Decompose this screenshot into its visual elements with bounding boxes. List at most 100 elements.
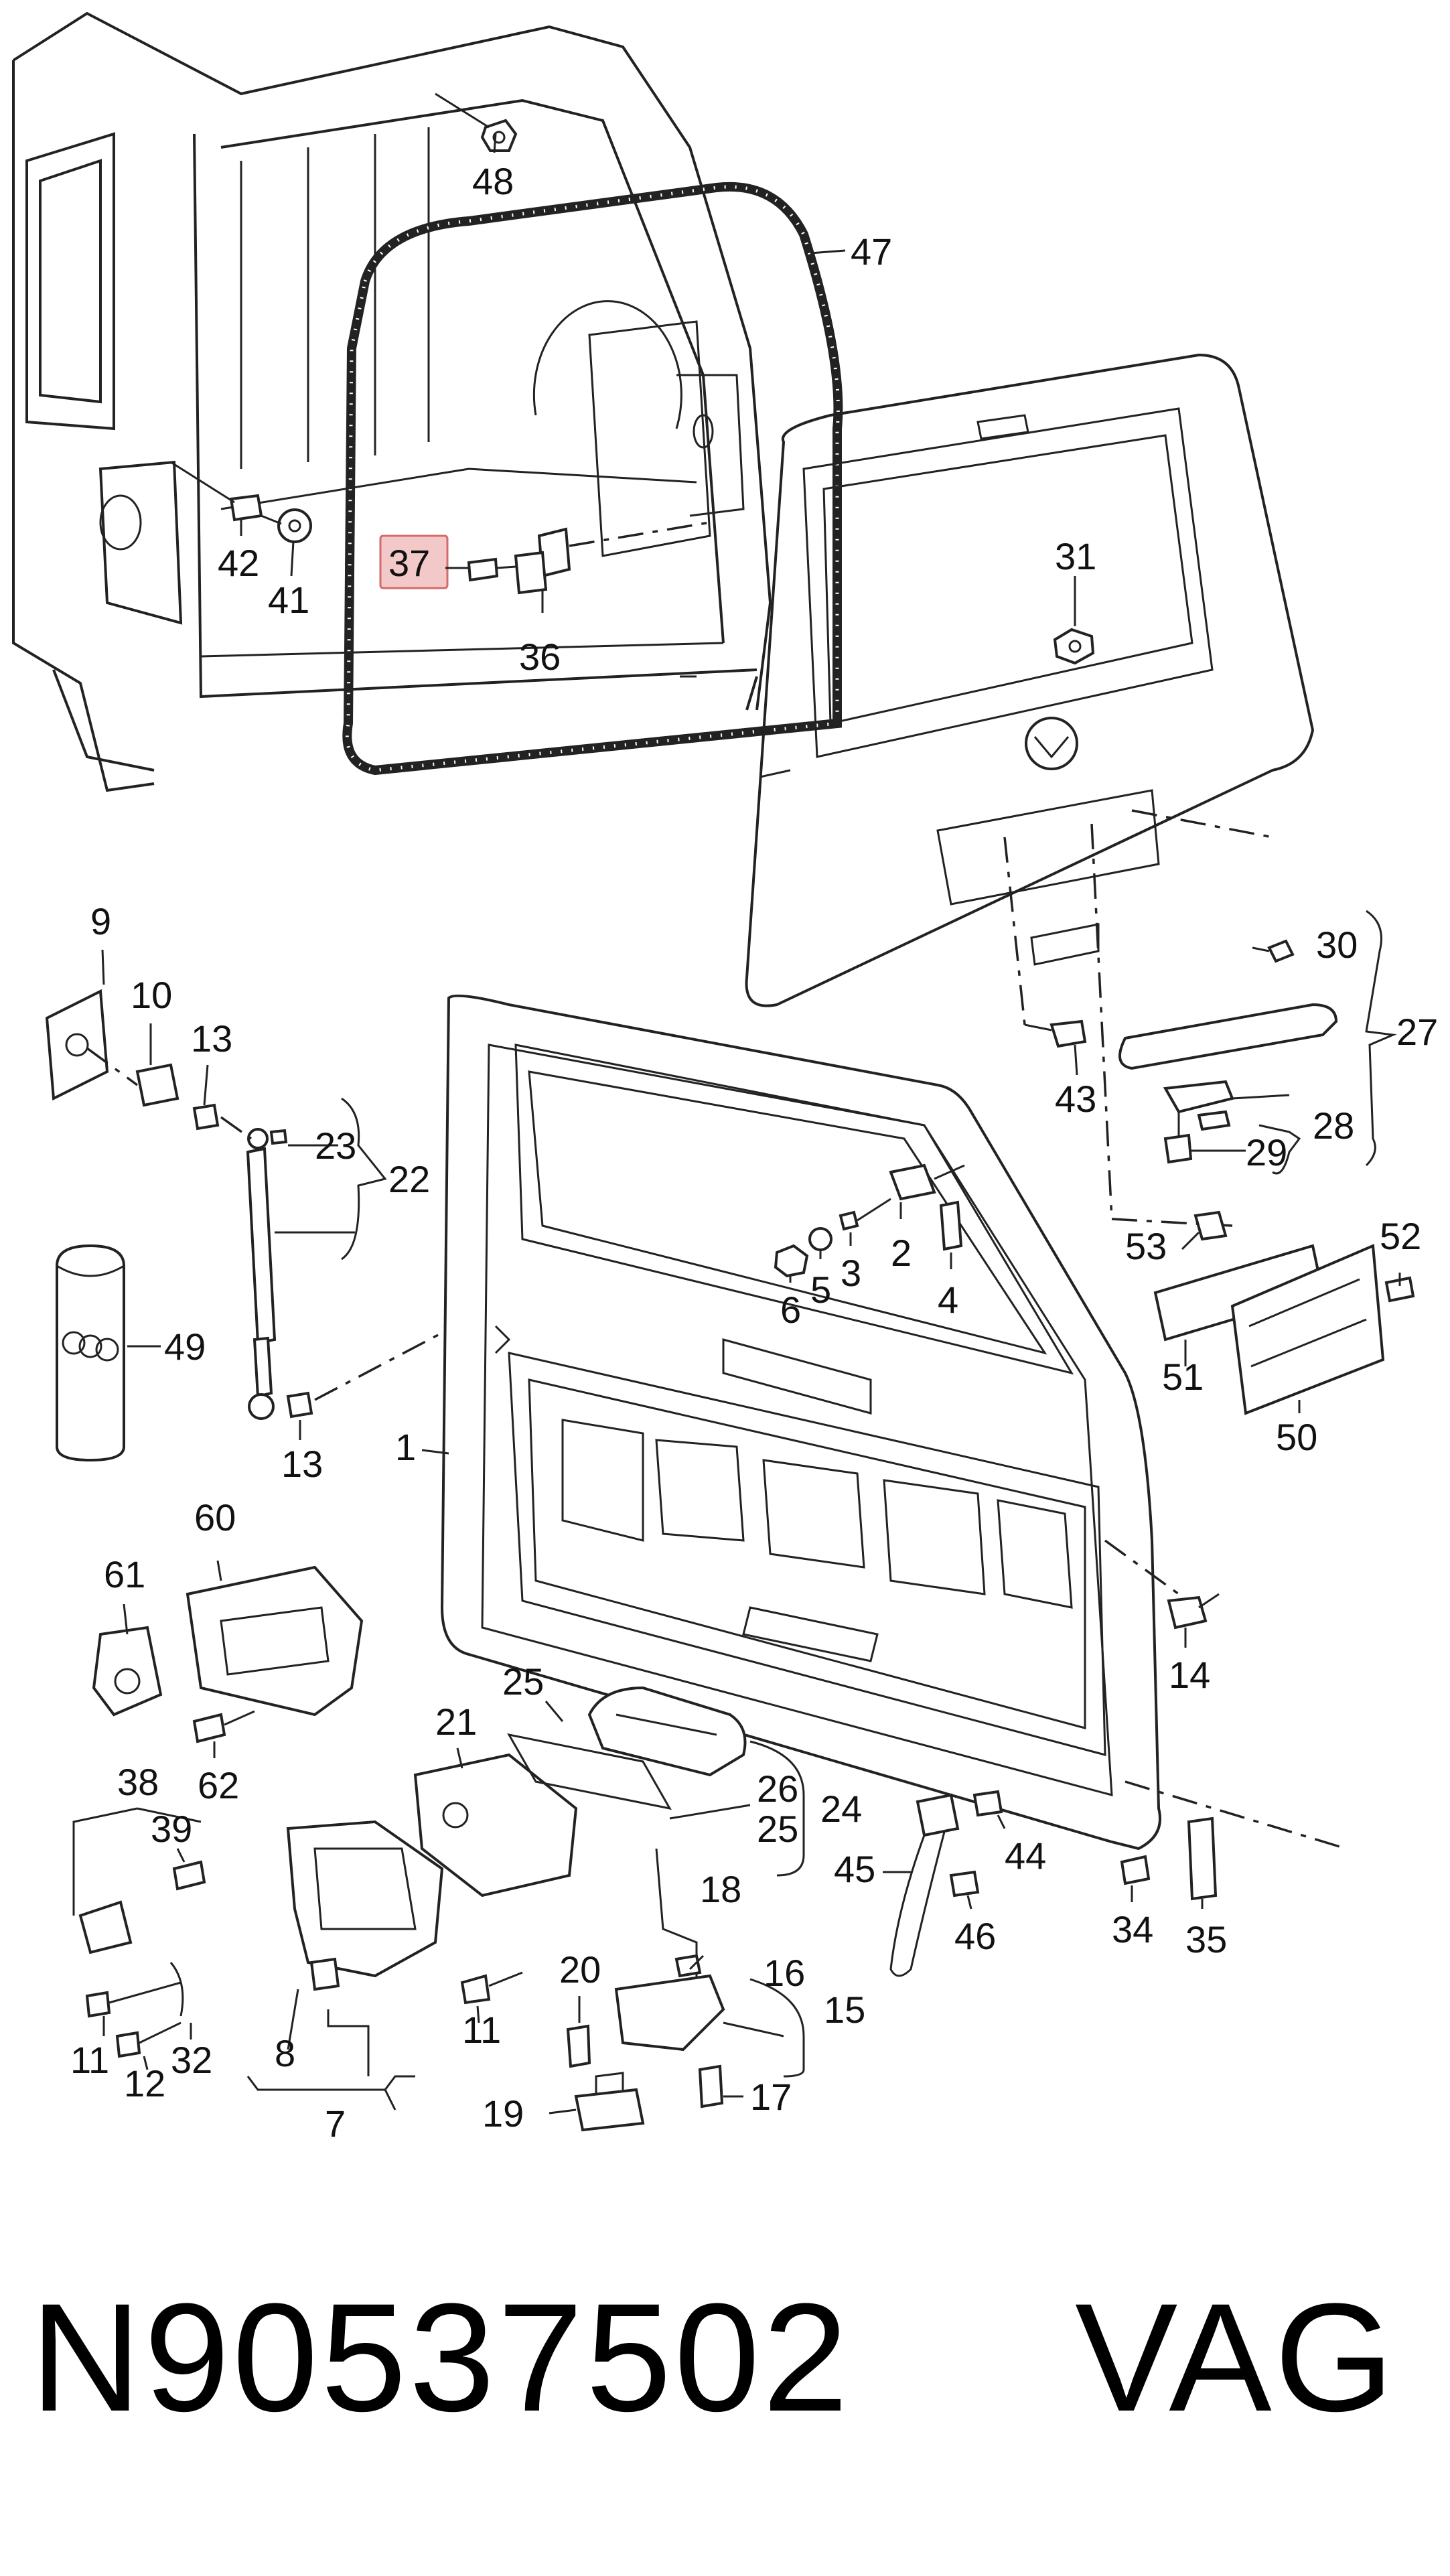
clip-part-53 — [1193, 1210, 1228, 1241]
label-50: 50 — [1276, 1416, 1317, 1458]
label-31: 31 — [1055, 535, 1096, 577]
leader-lines — [72, 133, 1401, 2115]
label-29: 29 — [1246, 1131, 1287, 1173]
label-46: 46 — [954, 1915, 996, 1957]
plate-part-50 — [1230, 1244, 1385, 1415]
label-53: 53 — [1125, 1225, 1167, 1267]
bushing-part-10 — [86, 1047, 179, 1107]
bracket-part-9 — [45, 989, 109, 1101]
clip-part-30 — [1267, 939, 1295, 963]
clip-part-48 — [435, 92, 518, 152]
screw-part-29 — [1163, 1133, 1193, 1164]
label-61: 61 — [104, 1553, 145, 1595]
label-25a: 25 — [502, 1660, 544, 1703]
ball-stud-part-13-upper — [192, 1103, 252, 1140]
label-24: 24 — [820, 1788, 862, 1830]
label-4: 4 — [938, 1279, 958, 1321]
handle-housing-part-21 — [413, 1753, 578, 1898]
label-5: 5 — [810, 1269, 831, 1311]
label-49: 49 — [164, 1326, 206, 1368]
screw-part-12 — [115, 2021, 182, 2058]
handle-part-24 — [587, 1686, 747, 1777]
gas-strut-part-22 — [246, 1128, 277, 1420]
label-39: 39 — [151, 1808, 192, 1850]
label-52: 52 — [1380, 1215, 1421, 1257]
screw-part-11-left — [85, 1981, 182, 2018]
screw-part-11-right — [460, 1971, 523, 2005]
label-11a: 11 — [70, 2039, 109, 2081]
spring-part-32 — [169, 1962, 184, 2017]
bracket-part-35 — [1187, 1816, 1218, 1901]
label-1: 1 — [395, 1426, 416, 1468]
label-37: 37 — [388, 542, 430, 584]
screw-part-14 — [1104, 1539, 1220, 1630]
label-43: 43 — [1055, 1078, 1096, 1120]
label-12: 12 — [124, 2062, 165, 2104]
label-42: 42 — [218, 542, 259, 584]
label-47: 47 — [851, 230, 892, 273]
highlight-box-37 — [379, 534, 449, 589]
lock-housing-part-60 — [186, 1565, 364, 1717]
label-19: 19 — [482, 2092, 524, 2135]
screw-part-52 — [1384, 1276, 1415, 1303]
screw-part-17 — [698, 2064, 724, 2108]
screw-part-46 — [949, 1870, 980, 1898]
washer-part-5 — [808, 1227, 832, 1251]
part-labels: 1 2 3 4 5 6 7 8 9 10 11 11 12 13 13 14 1… — [70, 160, 1438, 2145]
trim-strip-part-27 — [1118, 1003, 1338, 1070]
nut-part-41 — [261, 508, 312, 543]
label-34: 34 — [1112, 1908, 1153, 1950]
label-2: 2 — [891, 1232, 912, 1274]
label-25b: 25 — [757, 1808, 798, 1850]
latch-part-15 — [614, 1954, 725, 2052]
label-7: 7 — [325, 2102, 346, 2145]
label-23: 23 — [315, 1125, 356, 1167]
label-48: 48 — [472, 160, 514, 202]
label-6: 6 — [780, 1289, 801, 1331]
label-26: 26 — [757, 1768, 798, 1810]
tailgate-panel-illustration — [745, 353, 1315, 1007]
vehicle-body-illustration — [12, 11, 772, 792]
label-11b: 11 — [462, 2009, 501, 2051]
label-30: 30 — [1316, 924, 1358, 966]
part-number: N90537502 — [30, 2271, 851, 2443]
label-22: 22 — [388, 1158, 430, 1200]
catch-part-36 — [514, 521, 711, 595]
screw-part-20 — [566, 2024, 591, 2068]
label-13b: 13 — [281, 1443, 323, 1485]
label-27: 27 — [1396, 1011, 1438, 1053]
label-28: 28 — [1313, 1104, 1354, 1147]
lock-part-61 — [92, 1626, 163, 1717]
screw-part-42 — [170, 461, 263, 522]
label-51: 51 — [1162, 1356, 1204, 1398]
label-8: 8 — [275, 2032, 295, 2074]
label-3: 3 — [841, 1252, 861, 1294]
strap-part-45 — [889, 1793, 960, 1977]
label-20: 20 — [559, 1948, 601, 1991]
lock-cylinder-part-39 — [78, 1860, 206, 1954]
label-62: 62 — [198, 1764, 239, 1806]
label-18: 18 — [700, 1868, 741, 1910]
label-32: 32 — [171, 2039, 212, 2081]
label-15: 15 — [824, 1989, 865, 2031]
bolt-part-4 — [939, 1200, 963, 1251]
nut-part-31 — [1053, 628, 1095, 665]
fitting-part-23 — [269, 1129, 288, 1145]
canister-part-49 — [56, 1244, 125, 1462]
gasket-part-26 — [507, 1733, 672, 1810]
nut-part-6 — [774, 1244, 809, 1278]
label-9: 9 — [90, 900, 111, 942]
label-21: 21 — [435, 1701, 477, 1743]
label-41: 41 — [268, 579, 309, 621]
label-13a: 13 — [191, 1017, 232, 1060]
label-60: 60 — [194, 1496, 236, 1539]
screw-part-43 — [1024, 1019, 1087, 1048]
door-seal — [342, 182, 843, 776]
hinge-part-2 — [889, 1163, 965, 1201]
striker-part-19 — [574, 2072, 645, 2132]
screw-part-34 — [1120, 1855, 1151, 1885]
label-36: 36 — [519, 636, 561, 678]
label-44: 44 — [1005, 1835, 1046, 1877]
ball-stud-part-13-lower — [286, 1332, 443, 1419]
door-frame-part-1 — [440, 994, 1161, 1851]
